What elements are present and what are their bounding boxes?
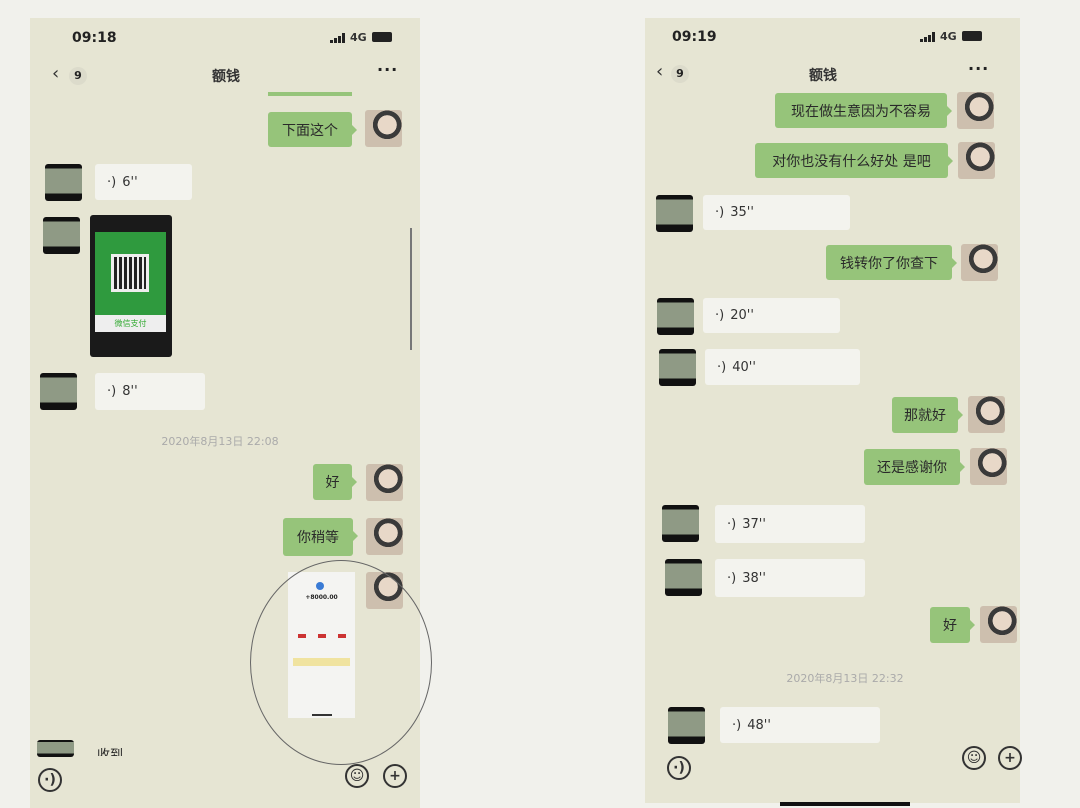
voice-message[interactable]: ·) 6'' [95,164,192,200]
voice-icon: ·) [732,717,742,733]
unread-count: 9 [69,67,87,85]
more-icon[interactable]: ··· [968,59,990,78]
message-bubble: 你稍等 [283,518,358,556]
signal-icon [330,33,346,43]
voice-message[interactable]: ·) 37'' [715,505,865,543]
voice-input-button[interactable]: ·) [38,768,62,792]
avatar-me[interactable] [365,110,402,147]
hand-drawn-circle [250,560,432,765]
voice-icon: ·) [717,359,727,375]
avatar-contact[interactable] [656,195,693,232]
qr-caption: 微信支付 [95,315,166,332]
message-bubble: 对你也没有什么好处 是吧 [755,143,953,178]
avatar-contact[interactable] [657,298,694,335]
voice-message[interactable]: ·) 20'' [703,298,840,333]
voice-message[interactable]: ·) 38'' [715,559,865,597]
network-label: 4G [350,31,367,44]
voice-icon: ·) [107,384,117,399]
plus-button[interactable]: + [383,764,407,788]
voice-duration: 37'' [742,516,766,532]
back-button[interactable]: ‹ [656,61,664,82]
voice-message[interactable]: ·) 35'' [703,195,850,230]
timestamp: 2020年8月13日 22:32 [786,672,904,685]
voice-duration: 8'' [122,384,138,399]
avatar-contact[interactable] [43,217,80,254]
battery-icon [372,32,392,42]
voice-input-button[interactable]: ·) [667,756,691,780]
battery-icon [962,31,982,41]
voice-icon: ·) [727,516,737,532]
timestamp: 2020年8月13日 22:08 [161,435,279,448]
message-bubble: 现在做生意因为不容易 [775,93,952,128]
network-label: 4G [940,30,957,43]
voice-duration: 6'' [122,174,138,190]
voice-duration: 38'' [742,570,766,586]
qr-code-image[interactable]: 微信支付 [90,215,172,357]
home-indicator [780,802,910,806]
avatar-me[interactable] [366,464,403,501]
avatar-me[interactable] [970,448,1007,485]
voice-icon: ·) [107,174,117,190]
scrollbar[interactable] [410,228,412,350]
voice-message[interactable]: ·) 8'' [95,373,205,410]
status-time: 09:19 [672,29,717,45]
chat-title: 额钱 [809,68,837,84]
avatar-contact[interactable] [665,559,702,596]
message-bubble: 钱转你了你查下 [826,245,957,280]
signal-icon [920,32,936,42]
qr-card: 微信支付 [95,232,166,332]
avatar-me[interactable] [958,142,995,179]
partial-bubble [268,92,352,96]
more-icon[interactable]: ··· [377,60,399,79]
voice-icon: ·) [715,205,725,220]
avatar-contact[interactable] [668,707,705,744]
chat-title: 额钱 [212,69,240,85]
message-bubble: 好 [313,464,357,500]
plus-button[interactable]: + [998,746,1022,770]
voice-message[interactable]: ·) 48'' [720,707,880,743]
avatar-contact[interactable] [37,740,74,757]
avatar-me[interactable] [961,244,998,281]
voice-duration: 48'' [747,717,771,733]
message-bubble: 下面这个 [268,112,357,147]
unread-count: 9 [671,65,689,83]
message-bubble: 好 [930,607,975,643]
back-button[interactable]: ‹ [52,63,60,84]
voice-duration: 20'' [730,308,754,323]
avatar-contact[interactable] [659,349,696,386]
qr-code [111,254,149,292]
avatar-contact[interactable] [662,505,699,542]
avatar-me[interactable] [968,396,1005,433]
status-time: 09:18 [72,30,117,46]
voice-message[interactable]: ·) 40'' [705,349,860,385]
message-bubble: 那就好 [892,397,963,433]
partial-message: 收到 [97,748,124,756]
avatar-me[interactable] [366,518,403,555]
emoji-button[interactable]: ☺ [962,746,986,770]
emoji-button[interactable]: ☺ [345,764,369,788]
voice-duration: 35'' [730,205,754,220]
avatar-me[interactable] [980,606,1017,643]
message-bubble: 还是感谢你 [864,449,965,485]
avatar-contact[interactable] [45,164,82,201]
voice-duration: 40'' [732,359,756,375]
voice-icon: ·) [715,308,725,323]
voice-icon: ·) [727,570,737,586]
avatar-contact[interactable] [40,373,77,410]
avatar-me[interactable] [957,92,994,129]
